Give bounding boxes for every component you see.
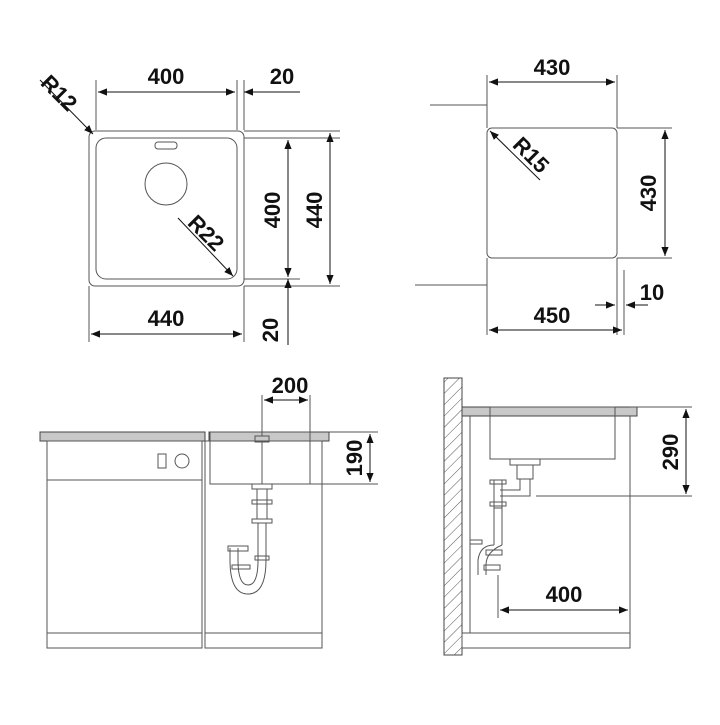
label-height-inner: 400 <box>260 192 285 229</box>
label-offset: 10 <box>640 280 664 305</box>
control-knob-round <box>174 453 190 469</box>
label-bowl-depth: 190 <box>342 440 367 477</box>
label-r22: R22 <box>183 210 229 256</box>
siphon-side <box>469 458 541 575</box>
label-depth: 290 <box>658 434 683 471</box>
siphon-front <box>227 483 273 595</box>
label-width-outer: 440 <box>148 306 185 331</box>
sink-bowl-side <box>489 406 616 460</box>
sink-outline-inner <box>95 137 238 280</box>
top-right-view: 430 R15 430 10 450 <box>415 55 672 335</box>
overflow-slot <box>154 141 178 150</box>
label-flange-bottom: 20 <box>258 318 283 342</box>
label-flange-top: 20 <box>270 64 294 89</box>
label-wall-distance: 400 <box>546 582 583 607</box>
cabinet-left <box>46 440 203 634</box>
label-bowl-width: 200 <box>272 373 309 398</box>
label-height-outer: 440 <box>302 192 327 229</box>
sink-outline-outer <box>88 130 245 287</box>
bottom-left-view: 200 190 <box>39 373 378 649</box>
cutout-outline <box>486 127 618 259</box>
worktop-left <box>39 431 206 442</box>
control-knob-square <box>157 453 167 469</box>
label-r15: R15 <box>508 132 554 178</box>
worktop-side <box>461 406 638 417</box>
label-height: 430 <box>636 175 661 212</box>
drain-circle <box>144 162 188 206</box>
cabinet-right <box>204 440 323 634</box>
top-left-view: 400 20 R12 R22 400 440 440 20 <box>36 64 340 345</box>
label-r12: R12 <box>36 70 82 116</box>
bottom-right-view: 290 400 <box>443 377 692 656</box>
wall-hatched <box>443 377 463 656</box>
label-width-bottom: 450 <box>534 303 571 328</box>
label-width-inner: 400 <box>148 64 185 89</box>
label-width-top: 430 <box>534 55 571 80</box>
